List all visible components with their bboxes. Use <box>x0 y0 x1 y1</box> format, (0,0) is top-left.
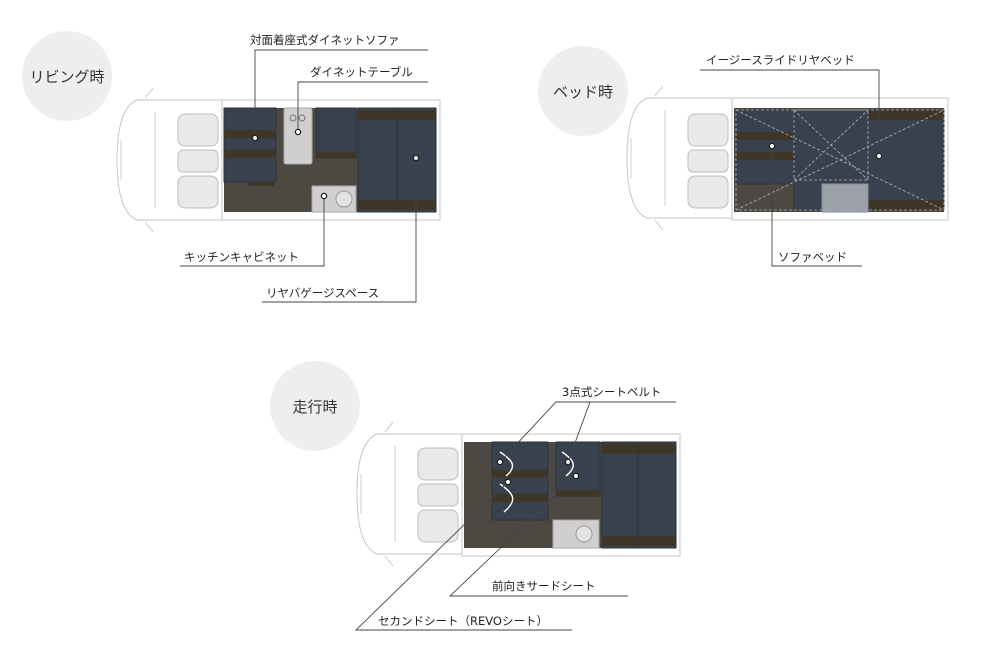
mode-badge-living <box>22 31 112 121</box>
label-rear-luggage: リヤバゲージスペース <box>266 286 379 300</box>
front-seat-right <box>687 175 729 209</box>
front-seat-center <box>177 149 219 173</box>
sofa-bed <box>735 109 795 185</box>
callouts-living: 対面着座式ダイネットソファ ダイネットテーブル キッチンキャビネット リヤバゲー… <box>180 33 428 303</box>
label-seat-belt: 3点式シートベルト <box>562 385 661 399</box>
mode-title-bed: ベッド時 <box>553 83 613 101</box>
front-seat-left <box>687 113 729 147</box>
living-mode: リビング時 対面着座式ダイネッ <box>22 31 441 303</box>
callouts-driving: 3点式シートベルト 前向きサードシート セカンドシート（REVOシート） <box>354 385 676 631</box>
van-bed <box>626 85 949 231</box>
facing-sofa <box>315 107 357 159</box>
van-living <box>116 87 441 233</box>
second-seat <box>491 441 549 521</box>
dinette-sofa <box>223 107 277 183</box>
rear-bench <box>601 441 677 549</box>
mode-title-driving: 走行時 <box>292 398 337 416</box>
kitchen-cabinet <box>311 185 357 213</box>
easy-slide-rear-bed <box>793 109 945 211</box>
mode-badge-driving <box>270 361 360 451</box>
label-dinette-table: ダイネットテーブル <box>310 65 413 79</box>
van-driving <box>356 421 681 567</box>
front-seat-left <box>177 113 219 147</box>
front-seat-center <box>687 149 729 173</box>
mode-badge-bed <box>538 46 628 136</box>
mode-title-living: リビング時 <box>29 68 104 86</box>
callouts-bed: イージースライドリヤベッド ソファベッド <box>700 53 883 267</box>
front-seat-right <box>417 509 459 543</box>
bed-mode: ベッド時 イージースライドリヤベッド <box>538 46 949 267</box>
label-second-seat: セカンドシート（REVOシート） <box>378 614 548 628</box>
label-third-seat: 前向きサードシート <box>492 579 596 593</box>
front-seat-center <box>417 483 459 507</box>
front-seat-left <box>417 447 459 481</box>
third-seat <box>555 441 601 497</box>
label-kitchen-cabinet: キッチンキャビネット <box>184 250 299 264</box>
label-easy-slide-bed: イージースライドリヤベッド <box>706 53 855 67</box>
seat-belt-lines-third <box>561 451 574 477</box>
label-sofa: 対面着座式ダイネットソファ <box>250 33 400 47</box>
front-seat-right <box>177 175 219 209</box>
label-sofa-bed: ソファベッド <box>778 250 847 264</box>
driving-mode: 走行時 3点式シートベルト <box>270 361 681 631</box>
